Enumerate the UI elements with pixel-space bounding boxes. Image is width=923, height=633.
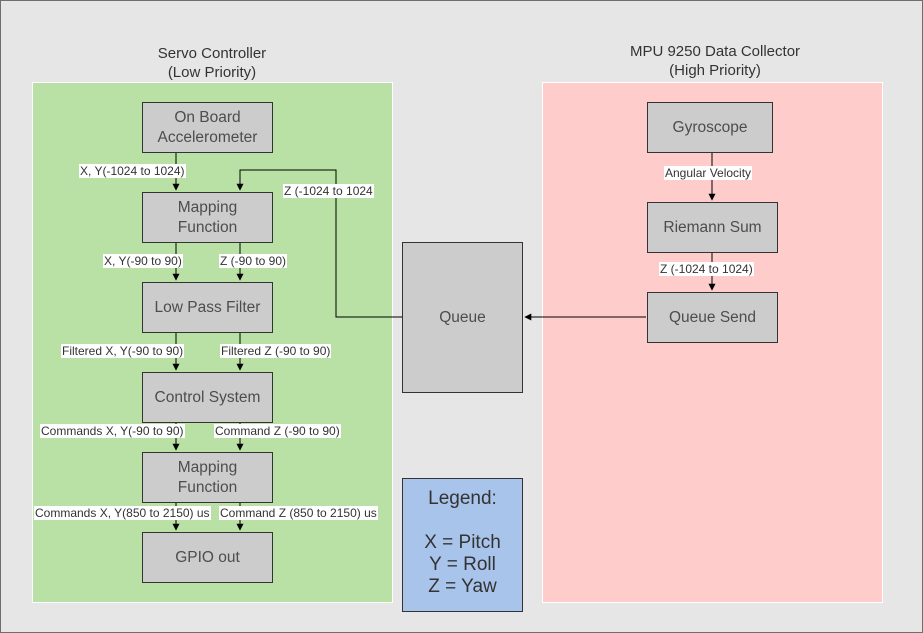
mapping1-line2: Function bbox=[177, 218, 238, 236]
riemann-sum-label: Riemann Sum bbox=[663, 218, 762, 236]
gyroscope-label: Gyroscope bbox=[672, 118, 748, 136]
queue-node: Queue bbox=[402, 242, 523, 393]
accelerometer-line2: Accelerometer bbox=[157, 128, 258, 146]
control-system-node: Control System bbox=[142, 372, 273, 423]
edge-label-filtered-z: Filtered Z (-90 to 90) bbox=[220, 344, 332, 358]
queue-send-label: Queue Send bbox=[668, 308, 757, 326]
legend-title: Legend: bbox=[428, 488, 497, 509]
servo-controller-title: Servo Controller (Low Priority) bbox=[112, 44, 312, 82]
gpio-out-label: GPIO out bbox=[175, 548, 240, 566]
accelerometer-node: On Board Accelerometer bbox=[142, 102, 273, 153]
edge-queue-to-mapping bbox=[236, 169, 402, 318]
legend-y: Y = Roll bbox=[429, 554, 496, 575]
low-pass-filter-node: Low Pass Filter bbox=[142, 282, 273, 333]
mapping1-line1: Mapping bbox=[177, 198, 238, 216]
edge-label-commands-xy: Commands X, Y(-90 to 90) bbox=[40, 424, 185, 438]
edge-label-command-us-z: Command Z (850 to 2150) us bbox=[219, 506, 378, 520]
mapping-function-node-1: Mapping Function bbox=[142, 192, 273, 243]
accelerometer-line1: On Board bbox=[174, 108, 241, 126]
edge-label-filtered-xy: Filtered X, Y(-90 to 90) bbox=[61, 344, 185, 358]
gpio-out-node: GPIO out bbox=[142, 532, 273, 583]
edge-label-mapping-z: Z (-90 to 90) bbox=[219, 254, 288, 268]
edge-label-command-z: Command Z (-90 to 90) bbox=[214, 424, 341, 438]
mapping2-line1: Mapping bbox=[177, 458, 238, 476]
queue-label: Queue bbox=[439, 308, 486, 326]
edge-label-accel-xy: X, Y(-1024 to 1024) bbox=[79, 164, 186, 178]
mpu-title-line2: (High Priority) bbox=[669, 62, 761, 79]
edge-label-commands-us-xy: Commands X, Y(850 to 2150) us bbox=[34, 506, 211, 520]
mapping-function-node-2: Mapping Function bbox=[142, 452, 273, 503]
edge-label-riemann-z: Z (-1024 to 1024) bbox=[659, 262, 754, 276]
edge-label-mapping-xy: X, Y(-90 to 90) bbox=[103, 254, 183, 268]
gyroscope-node: Gyroscope bbox=[647, 102, 773, 153]
mapping2-line2: Function bbox=[177, 478, 238, 496]
edge-label-queue-z: Z (-1024 to 1024 bbox=[283, 184, 374, 198]
queue-send-node: Queue Send bbox=[647, 292, 778, 343]
control-system-label: Control System bbox=[154, 388, 261, 406]
servo-title-line1: Servo Controller bbox=[157, 45, 267, 62]
mpu-title-line1: MPU 9250 Data Collector bbox=[629, 43, 801, 60]
edge-label-angular-velocity: Angular Velocity bbox=[664, 166, 753, 180]
low-pass-filter-label: Low Pass Filter bbox=[154, 298, 261, 316]
legend-z: Z = Yaw bbox=[428, 576, 497, 597]
mpu-collector-title: MPU 9250 Data Collector (High Priority) bbox=[592, 42, 838, 80]
legend-box: Legend: X = Pitch Y = Roll Z = Yaw bbox=[402, 478, 523, 612]
legend-x: X = Pitch bbox=[424, 532, 501, 553]
riemann-sum-node: Riemann Sum bbox=[647, 202, 778, 253]
servo-title-line2: (Low Priority) bbox=[167, 64, 257, 81]
